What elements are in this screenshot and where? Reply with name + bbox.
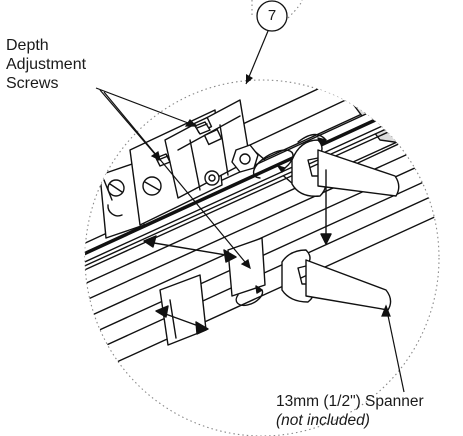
depth-adjustment-screws-label: Depth Adjustment Screws	[6, 36, 86, 93]
swing-arc-left	[297, 133, 327, 146]
nut-upper	[231, 144, 259, 173]
rotation-arrow-lower	[235, 285, 264, 307]
spanner-label: 13mm (1/2") Spanner (not included)	[276, 392, 424, 430]
depth-adjustment-screw-1	[194, 121, 211, 135]
spanner-lower	[281, 249, 392, 311]
spanner-leader	[381, 304, 405, 393]
spanner-upper	[291, 139, 400, 197]
foot-plate	[159, 274, 207, 346]
callout-number: 7	[267, 7, 277, 24]
bracket-lower	[227, 237, 266, 297]
spanner-label-line2: (not included)	[276, 412, 370, 429]
depth-label-line3: Screws	[6, 75, 59, 92]
slide-arrow-foot	[155, 305, 209, 335]
down-arrow	[320, 169, 332, 245]
depth-label-line1: Depth	[6, 37, 49, 54]
slide-arrow-double	[143, 235, 237, 263]
rotation-arrow-upper	[252, 149, 294, 179]
spanner-label-line1: 13mm (1/2") Spanner	[276, 393, 424, 410]
callout-7-circle	[245, 0, 288, 85]
depth-screws-leaders	[95, 87, 251, 270]
bracket-left	[99, 161, 145, 239]
rail-main	[85, 80, 439, 367]
detail-view-outline	[84, 0, 440, 436]
depth-label-line2: Adjustment	[6, 56, 87, 73]
